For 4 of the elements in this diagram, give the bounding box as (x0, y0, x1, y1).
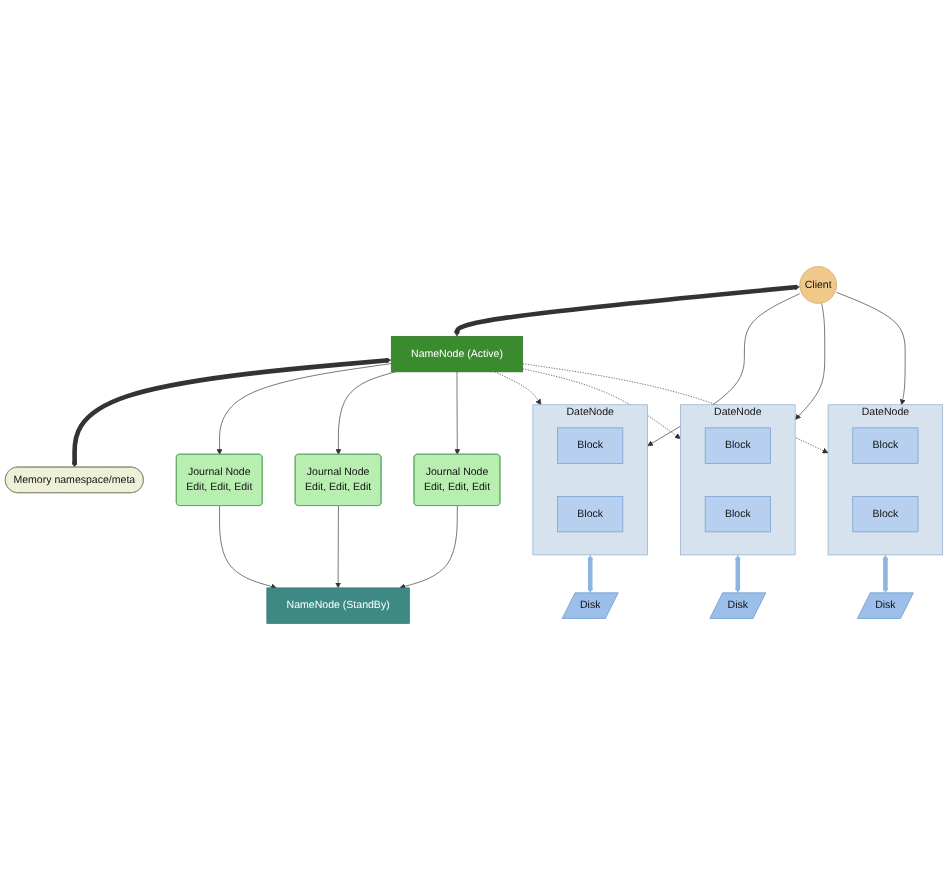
arrow (734, 554, 741, 594)
arrow (882, 554, 889, 594)
arrow (454, 284, 800, 337)
arrow (587, 554, 594, 594)
